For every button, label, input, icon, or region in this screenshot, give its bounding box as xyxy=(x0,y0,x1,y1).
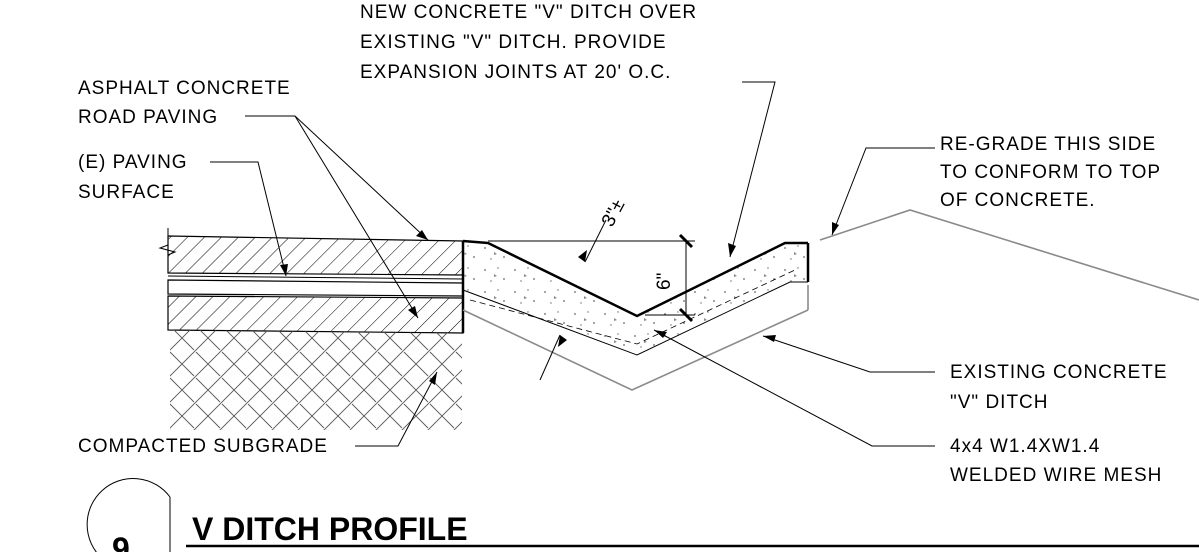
note-wire-mesh-line1: 4x4 W1.4XW1.4 xyxy=(950,436,1100,457)
note-new-ditch: NEW CONCRETE "V" DITCH OVER EXISTING "V"… xyxy=(360,2,697,83)
depth-dimension-label: 6" xyxy=(654,273,675,290)
note-wire-mesh-line2: WELDED WIRE MESH xyxy=(950,465,1162,486)
note-asphalt: ASPHALT CONCRETE ROAD PAVING xyxy=(78,78,291,128)
note-regrade-line1: RE-GRADE THIS SIDE xyxy=(940,134,1156,155)
note-e-paving-line2: SURFACE xyxy=(78,182,175,203)
note-regrade: RE-GRADE THIS SIDE TO CONFORM TO TOP OF … xyxy=(940,134,1161,211)
note-regrade-line2: TO CONFORM TO TOP xyxy=(940,162,1161,183)
thickness-dimension-label: 3"± xyxy=(598,196,630,230)
note-new-ditch-line1: NEW CONCRETE "V" DITCH OVER xyxy=(360,2,697,23)
detail-title: 9 V DITCH PROFILE xyxy=(86,478,1199,552)
note-existing-ditch-line1: EXISTING CONCRETE xyxy=(950,362,1168,383)
asphalt-paving-section xyxy=(158,228,465,334)
note-existing-ditch-line2: "V" DITCH xyxy=(950,392,1049,413)
existing-v-ditch xyxy=(462,209,1199,391)
note-asphalt-line1: ASPHALT CONCRETE xyxy=(78,78,291,99)
note-e-paving-line1: (E) PAVING xyxy=(78,152,188,173)
note-subgrade: COMPACTED SUBGRADE xyxy=(78,436,328,457)
note-new-ditch-line3: EXPANSION JOINTS AT 20' O.C. xyxy=(360,62,671,83)
compacted-subgrade xyxy=(170,330,462,430)
note-existing-ditch: EXISTING CONCRETE "V" DITCH xyxy=(950,362,1168,413)
new-concrete-v-ditch xyxy=(462,239,810,356)
note-regrade-line3: OF CONCRETE. xyxy=(940,190,1096,211)
note-wire-mesh: 4x4 W1.4XW1.4 WELDED WIRE MESH xyxy=(950,436,1162,486)
note-e-paving: (E) PAVING SURFACE xyxy=(78,152,188,203)
detail-number: 9 xyxy=(112,531,130,552)
note-new-ditch-line2: EXISTING "V" DITCH. PROVIDE xyxy=(360,32,667,53)
leader-lines xyxy=(210,81,935,447)
note-asphalt-line2: ROAD PAVING xyxy=(78,107,218,128)
depth-dimension: 6" xyxy=(488,233,695,323)
detail-title-text: V DITCH PROFILE xyxy=(192,511,468,547)
